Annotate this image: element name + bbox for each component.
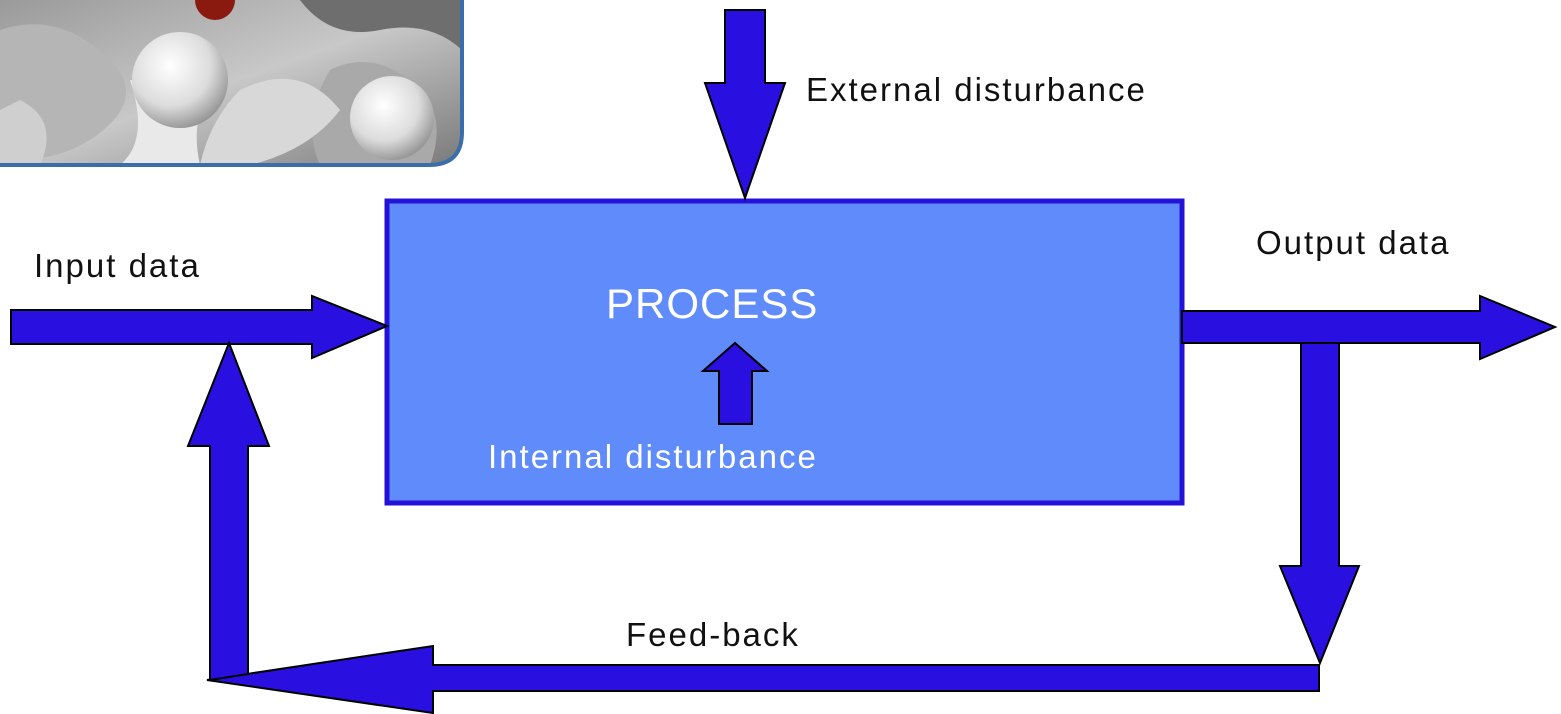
input-arrow bbox=[10, 294, 390, 360]
output-arrow bbox=[1181, 294, 1558, 361]
people-photo bbox=[0, 0, 464, 167]
feedback-up-arrow bbox=[186, 340, 271, 682]
feedback-arrow bbox=[206, 644, 1320, 714]
internal-disturbance-label: Internal disturbance bbox=[488, 438, 818, 475]
process-label: PROCESS bbox=[606, 280, 819, 327]
output-down-arrow bbox=[1278, 342, 1361, 666]
internal-disturbance-arrow bbox=[700, 341, 770, 425]
external-disturbance-label: External disturbance bbox=[806, 71, 1147, 108]
output-data-label: Output data bbox=[1256, 224, 1451, 261]
process-box bbox=[384, 198, 1185, 506]
external-disturbance-arrow bbox=[703, 9, 787, 202]
feedback-label: Feed-back bbox=[626, 616, 800, 653]
input-data-label: Input data bbox=[34, 247, 201, 284]
